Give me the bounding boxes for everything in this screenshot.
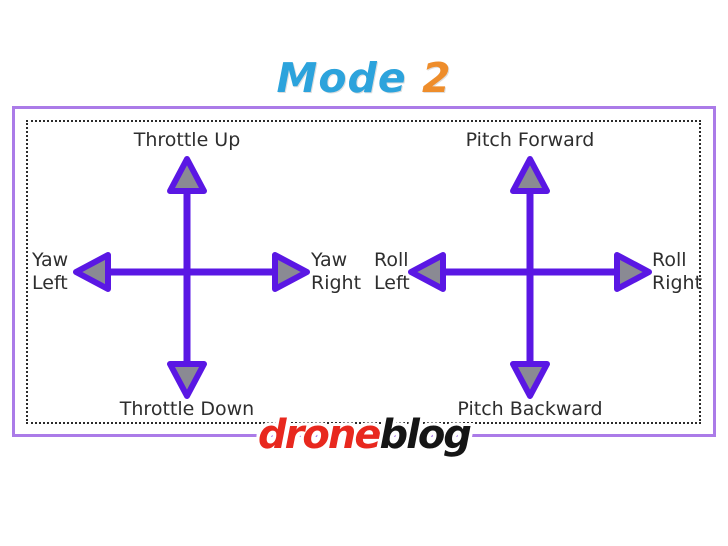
yaw-left-line2: Left	[32, 272, 68, 294]
yaw-right-label: Yaw Right	[311, 249, 361, 295]
title-number: 2	[421, 54, 452, 102]
dotted-inner-border	[26, 120, 701, 424]
pitch-backward-label: Pitch Backward	[457, 398, 603, 420]
yaw-right-line1: Yaw	[311, 249, 348, 271]
throttle-down-label: Throttle Down	[119, 398, 255, 420]
roll-left-label: Roll Left	[374, 249, 410, 295]
roll-left-line2: Left	[374, 272, 410, 294]
roll-right-label: Roll Right	[652, 249, 702, 295]
droneblog-logo: droneblog	[0, 412, 728, 458]
throttle-up-label: Throttle Up	[133, 129, 241, 151]
yaw-left-label: Yaw Left	[32, 249, 68, 295]
logo-blog-text: blog	[379, 412, 471, 458]
yaw-right-line2: Right	[311, 272, 362, 294]
title-word: Mode	[276, 54, 407, 102]
page-title: Mode 2	[0, 54, 728, 102]
logo-drone-text: drone	[258, 412, 381, 458]
pitch-forward-label: Pitch Forward	[465, 129, 595, 151]
roll-right-line2: Right	[652, 272, 703, 294]
roll-right-line1: Roll	[652, 249, 687, 271]
yaw-left-line1: Yaw	[32, 249, 69, 271]
diagram-frame	[12, 106, 716, 437]
roll-left-line1: Roll	[374, 249, 409, 271]
